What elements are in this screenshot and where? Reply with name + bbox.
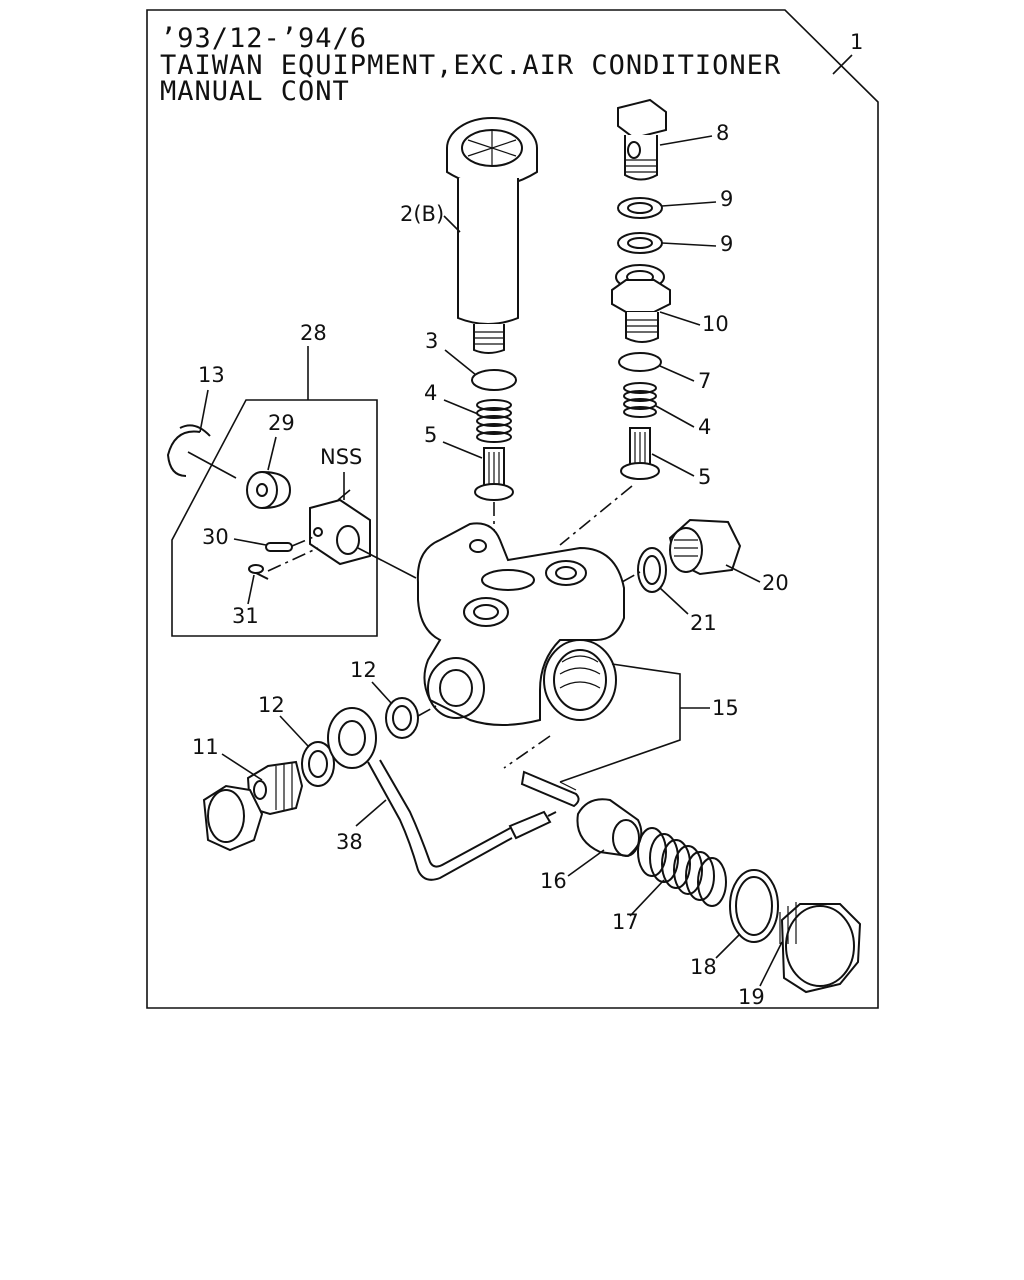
inset-box bbox=[171, 399, 378, 637]
part-plug-19 bbox=[779, 902, 862, 994]
callout-38: 38 bbox=[336, 830, 363, 854]
part-priming-pump bbox=[446, 117, 538, 354]
callout-31: 31 bbox=[232, 604, 259, 628]
diagram-frame bbox=[146, 9, 879, 1009]
part-spring-17 bbox=[637, 827, 727, 907]
callout-11: 11 bbox=[192, 735, 219, 759]
part-spring-4-right bbox=[623, 382, 657, 418]
callout-15: 15 bbox=[712, 696, 739, 720]
part-valve-5-right bbox=[620, 427, 660, 480]
part-eye-bolt-8 bbox=[617, 98, 667, 181]
callout-7: 7 bbox=[698, 369, 711, 393]
callout-21: 21 bbox=[690, 611, 717, 635]
part-plug-20 bbox=[668, 518, 742, 576]
callout-12-lower: 12 bbox=[258, 693, 285, 717]
part-pin-31 bbox=[248, 564, 269, 580]
part-sleeve-16 bbox=[576, 798, 643, 858]
callout-4-left: 4 bbox=[424, 381, 437, 405]
callout-4-right: 4 bbox=[698, 415, 711, 439]
part-roller-holder bbox=[309, 498, 371, 566]
header-date-range: ’93/12-’94/6 bbox=[160, 23, 367, 54]
callout-9-top: 9 bbox=[720, 187, 733, 211]
callout-5-left: 5 bbox=[424, 423, 437, 447]
part-o-ring-3 bbox=[471, 369, 517, 391]
callout-5-right: 5 bbox=[698, 465, 711, 489]
part-washer-12-upper bbox=[385, 697, 419, 739]
callout-30: 30 bbox=[202, 525, 229, 549]
part-pump-body bbox=[416, 522, 625, 726]
callout-3: 3 bbox=[425, 329, 438, 353]
callout-nss: NSS bbox=[320, 445, 362, 469]
part-washer-12-lower bbox=[301, 741, 335, 787]
part-o-ring-7 bbox=[618, 352, 662, 372]
part-spring-4-left bbox=[476, 399, 512, 443]
part-pin-30 bbox=[265, 542, 293, 552]
callout-9-bottom: 9 bbox=[720, 232, 733, 256]
header-control: MANUAL CONT bbox=[160, 76, 350, 107]
callout-28: 28 bbox=[300, 321, 327, 345]
header-equipment: TAIWAN EQUIPMENT,EXC.AIR CONDITIONER bbox=[160, 50, 781, 81]
callout-16: 16 bbox=[540, 869, 567, 893]
part-eye-bolt-11 bbox=[202, 760, 304, 852]
callout-13: 13 bbox=[198, 363, 225, 387]
part-washer-9-top bbox=[617, 197, 663, 219]
part-washer-9-bottom bbox=[617, 232, 663, 254]
callout-18: 18 bbox=[690, 955, 717, 979]
part-ring-21 bbox=[637, 547, 667, 593]
part-pin-15 bbox=[520, 770, 580, 808]
callout-1: 1 bbox=[850, 30, 863, 54]
part-banjo-pipe-38 bbox=[327, 707, 557, 881]
callout-20: 20 bbox=[762, 571, 789, 595]
callout-10: 10 bbox=[702, 312, 729, 336]
callout-17: 17 bbox=[612, 910, 639, 934]
callout-29: 29 bbox=[268, 411, 295, 435]
callout-8: 8 bbox=[716, 121, 729, 145]
callout-12-upper: 12 bbox=[350, 658, 377, 682]
callout-19: 19 bbox=[738, 985, 765, 1009]
part-valve-5-left bbox=[474, 447, 514, 501]
part-fitting-10 bbox=[611, 264, 671, 343]
part-snap-ring-13 bbox=[166, 424, 211, 477]
part-roller-29 bbox=[246, 471, 292, 509]
callout-2b: 2(B) bbox=[400, 202, 444, 226]
part-gasket-18 bbox=[729, 869, 779, 943]
